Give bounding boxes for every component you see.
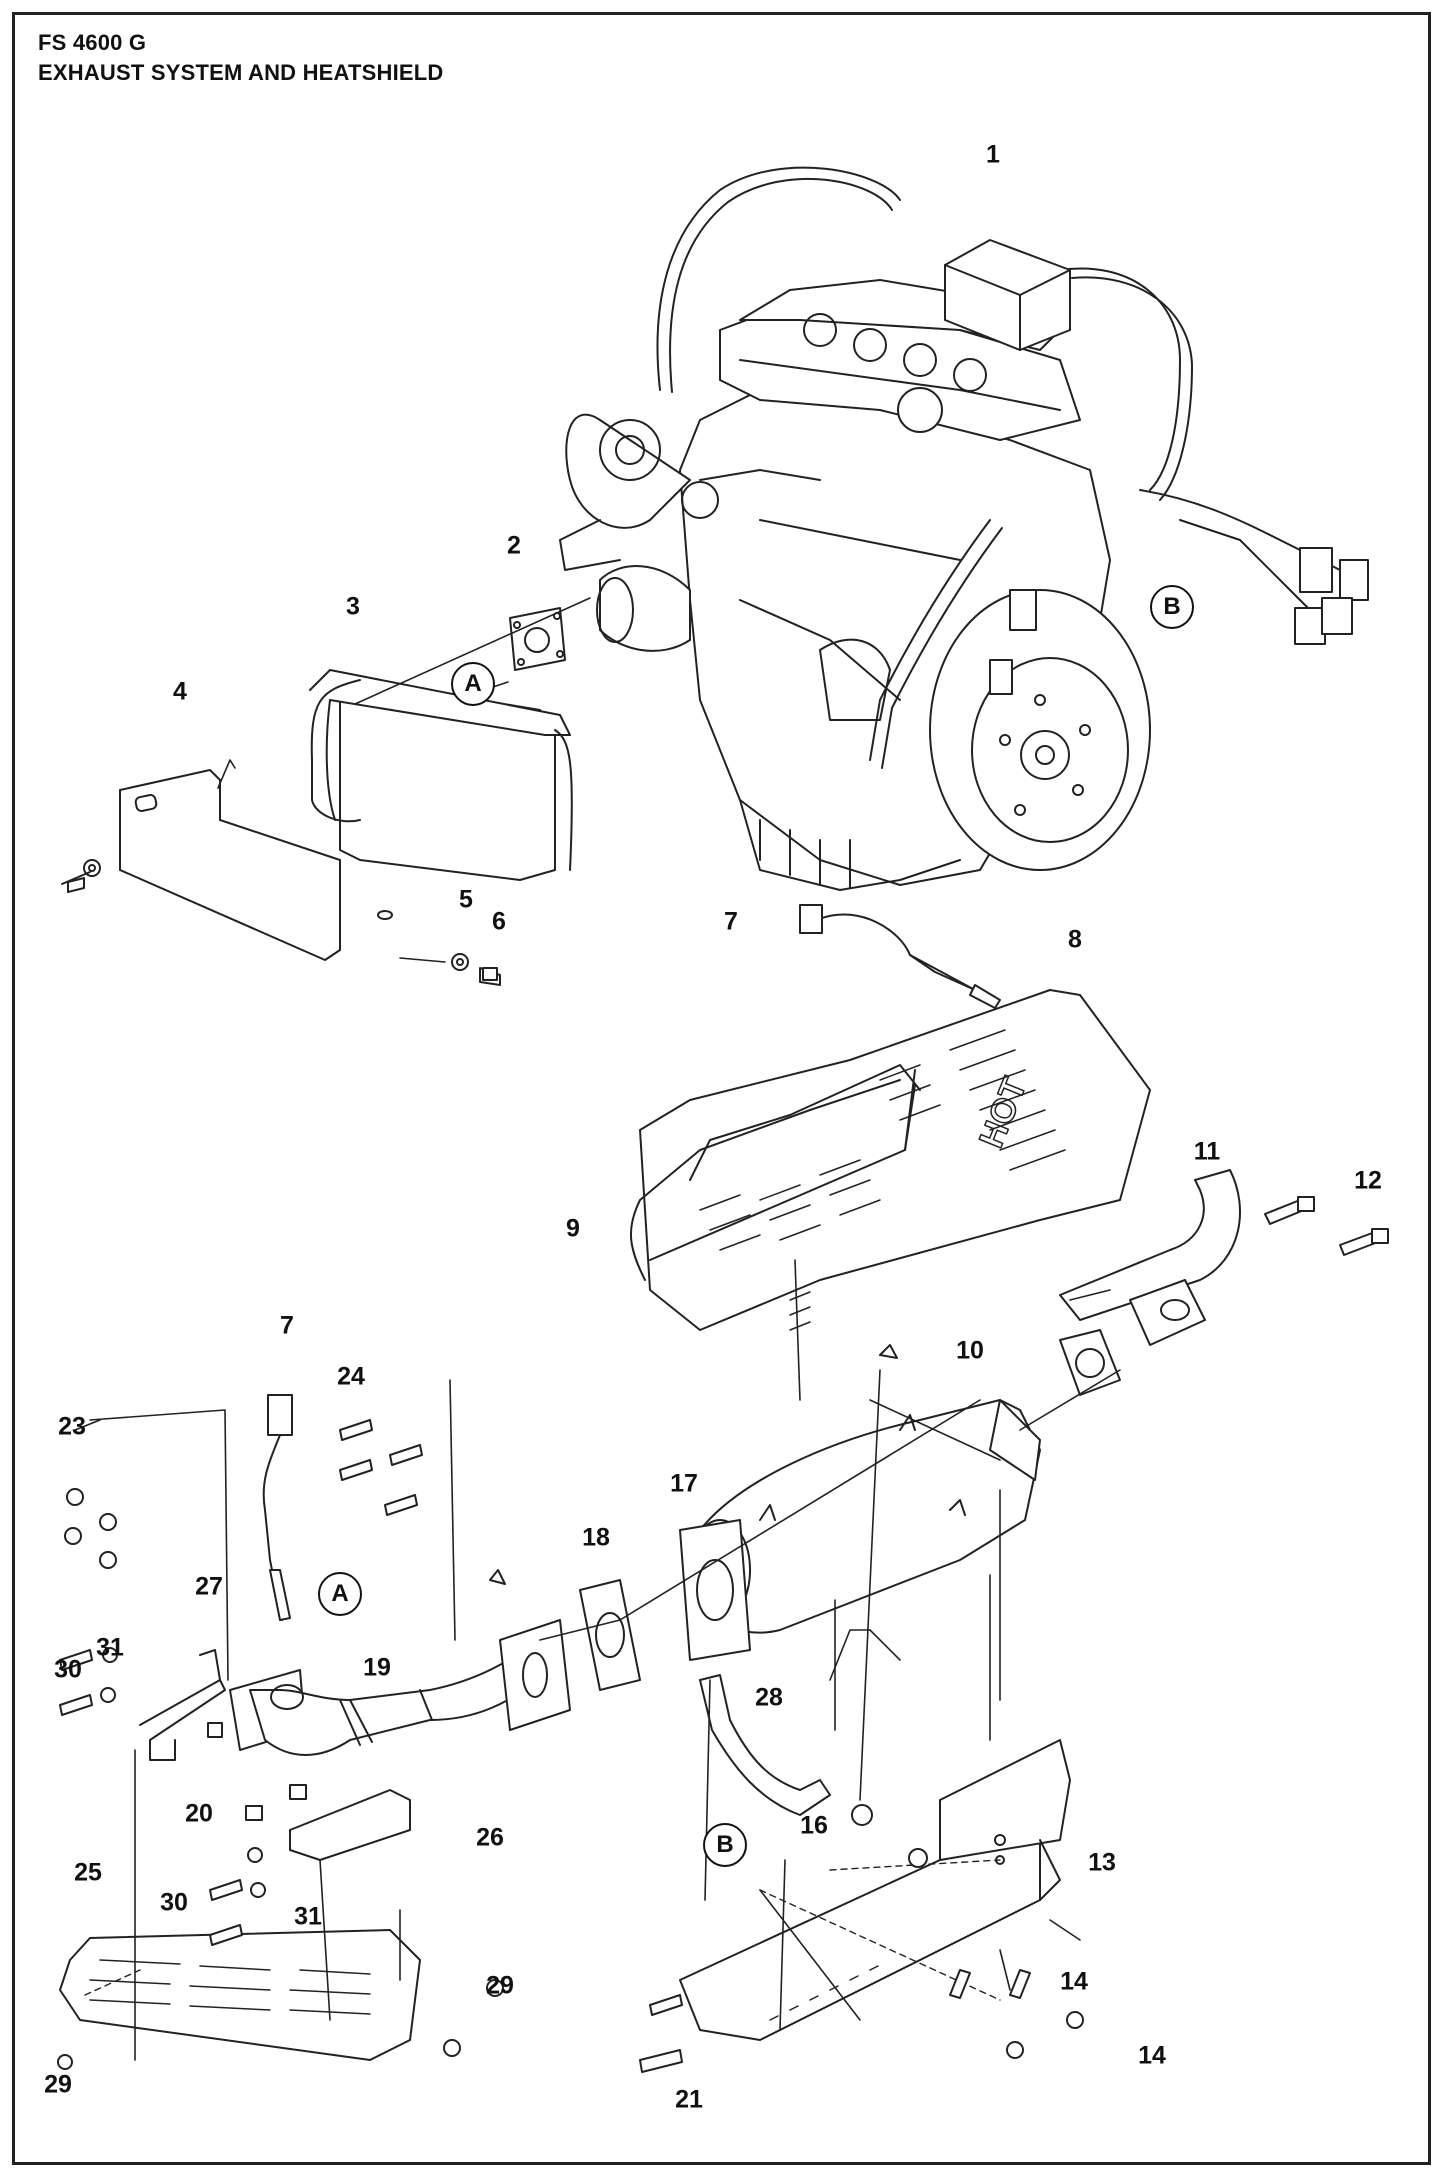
part-label-9: 9 — [566, 1214, 580, 1243]
part-label-17: 17 — [670, 1469, 698, 1498]
part-label-4: 4 — [173, 677, 187, 706]
bracket-28 — [699, 1674, 831, 1816]
callout-b-lower: B — [703, 1823, 747, 1867]
oxygen-sensor-lower — [262, 1394, 293, 1621]
diagram-frame — [12, 12, 1431, 2165]
part-label-23: 23 — [58, 1412, 86, 1441]
part-label-25: 25 — [74, 1858, 102, 1887]
gasket-10 — [1059, 1329, 1121, 1396]
heatshield-lower — [59, 1929, 421, 2061]
part-label-27: 27 — [195, 1572, 223, 1601]
part-label-28: 28 — [755, 1683, 783, 1712]
part-label-5: 5 — [459, 885, 473, 914]
heatshield-bracket — [119, 769, 393, 961]
catalytic-converter — [679, 1399, 1041, 1661]
hardware-4 — [61, 859, 501, 986]
part-label-14a: 14 — [1060, 1967, 1088, 1996]
mounting-frame — [679, 1739, 1071, 2041]
part-label-12: 12 — [1354, 1166, 1382, 1195]
part-label-7a: 7 — [724, 907, 738, 936]
part-label-16: 16 — [800, 1811, 828, 1840]
part-label-2: 2 — [507, 531, 521, 560]
part-label-29b: 29 — [44, 2070, 72, 2099]
exhaust-pipe-11 — [1059, 1169, 1389, 1346]
bracket-27 — [139, 1649, 226, 1761]
part-label-29a: 29 — [486, 1971, 514, 2000]
fasteners — [57, 1344, 1084, 2073]
part-label-31a: 31 — [96, 1633, 124, 1662]
callout-a-upper: A — [451, 662, 495, 706]
part-label-1: 1 — [986, 140, 1000, 169]
heatshield-hot — [629, 989, 1151, 1331]
part-label-14b: 14 — [1138, 2041, 1166, 2070]
part-label-26: 26 — [476, 1823, 504, 1852]
part-label-19: 19 — [363, 1653, 391, 1682]
part-label-11: 11 — [1193, 1137, 1221, 1166]
callout-a-lower: A — [318, 1572, 362, 1616]
part-label-30a: 30 — [54, 1655, 82, 1684]
part-label-13: 13 — [1088, 1848, 1116, 1877]
heatshield-upper — [309, 669, 573, 881]
part-label-3: 3 — [346, 592, 360, 621]
part-label-10: 10 — [956, 1336, 984, 1365]
model-name: FS 4600 G — [38, 30, 147, 55]
part-label-18: 18 — [582, 1523, 610, 1552]
engine-assembly — [559, 166, 1369, 891]
gasket-2 — [509, 607, 566, 671]
part-label-8: 8 — [1068, 925, 1082, 954]
part-label-30b: 30 — [160, 1888, 188, 1917]
part-label-6: 6 — [492, 907, 506, 936]
bracket-26 — [245, 1784, 411, 1861]
page-title: EXHAUST SYSTEM AND HEATSHIELD — [38, 60, 444, 85]
part-label-7b: 7 — [280, 1311, 294, 1340]
part-label-31b: 31 — [294, 1902, 322, 1931]
part-label-21: 21 — [675, 2085, 703, 2114]
part-label-24: 24 — [337, 1362, 365, 1391]
callout-b-upper: B — [1150, 585, 1194, 629]
gasket-18 — [579, 1579, 641, 1691]
oxygen-sensor-upper — [799, 904, 1001, 1009]
exhaust-pipe-19 — [229, 1619, 571, 1756]
leader-lines — [74, 597, 1121, 2061]
part-label-20: 20 — [185, 1799, 213, 1828]
